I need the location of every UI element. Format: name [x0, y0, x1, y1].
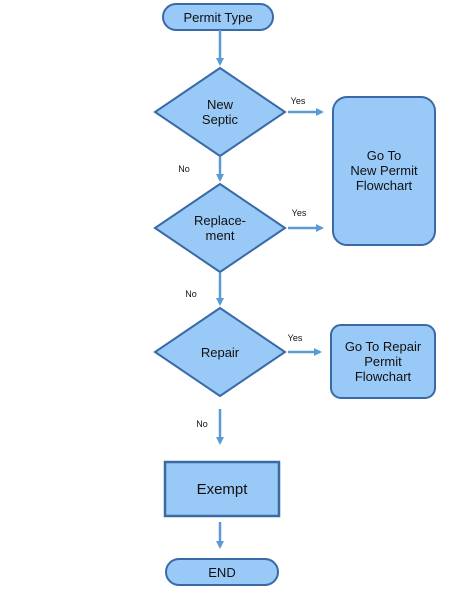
exempt-process-shape — [163, 460, 281, 518]
decision-new-septic-label: New Septic — [201, 97, 239, 127]
goto-repair-permit-shape — [330, 324, 436, 399]
goto-repair-permit-label: Go To Repair Permit Flowchart — [344, 338, 422, 384]
goto-new-permit-shape — [332, 96, 436, 246]
edge-label-no-new-septic: No — [178, 164, 190, 174]
start-terminal-shape — [162, 3, 274, 31]
edge-label-yes-replacement: Yes — [291, 208, 307, 218]
edge-label-yes-new-septic: Yes — [290, 96, 306, 106]
goto-new-permit-label: Go To New Permit Flowchart — [350, 147, 418, 193]
exempt-process-label: Exempt — [196, 480, 248, 498]
decision-repair-shape — [153, 306, 287, 398]
decision-new-septic-shape — [153, 66, 287, 158]
edge-label-no-repair: No — [196, 419, 208, 429]
end-terminal-shape — [165, 558, 279, 586]
start-terminal-label: Permit Type — [183, 9, 253, 25]
edge-label-yes-repair: Yes — [287, 333, 303, 343]
edge-label-no-replacement: No — [185, 289, 197, 299]
decision-repair-label: Repair — [200, 344, 240, 360]
decision-replacement-label: Replace- ment — [193, 213, 247, 243]
decision-replacement-shape — [153, 182, 287, 274]
end-terminal-label: END — [208, 564, 236, 580]
